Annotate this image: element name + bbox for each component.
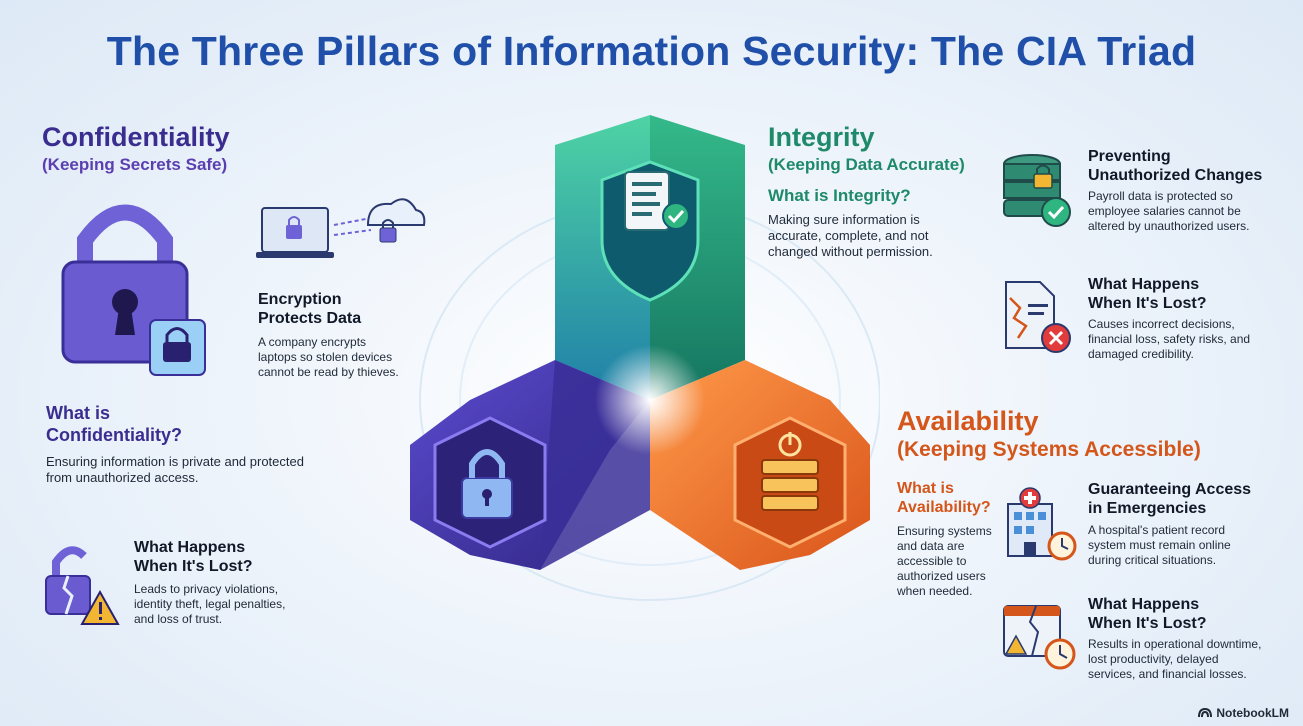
encryption-text-line3: cannot be read by thieves.	[258, 365, 399, 379]
database-lock-icon	[1003, 154, 1071, 227]
preventing-title-line1: Preventing	[1088, 148, 1171, 165]
hospital-clock-icon	[1007, 487, 1077, 561]
what-availability-text-line4: authorized users	[897, 569, 986, 583]
integrity-lost-text: Causes incorrect decisions, financial lo…	[1088, 317, 1250, 362]
integrity-lost-text-line3: damaged credibility.	[1088, 347, 1194, 361]
integrity-heading: Integrity	[768, 122, 875, 152]
integrity-lost-title-line2: When It's Lost?	[1088, 295, 1207, 312]
lock-icon	[461, 449, 513, 519]
confidentiality-lost-text-line1: Leads to privacy violations,	[134, 582, 279, 596]
padlock-icon	[61, 204, 206, 376]
what-availability-text-line5: when needed.	[897, 584, 973, 598]
preventing-text-line1: Payroll data is protected so	[1088, 189, 1233, 203]
encryption-title-line2: Protects Data	[258, 310, 362, 327]
what-is-availability-title: What is Availability?	[897, 479, 991, 517]
guarantee-title-line1: Guaranteeing Access	[1088, 481, 1252, 498]
guarantee-access-text: A hospital's patient record system must …	[1088, 523, 1231, 568]
what-availability-line1: What is	[897, 480, 954, 497]
preventing-changes-title: Preventing Unauthorized Changes	[1088, 147, 1262, 185]
broken-lock-warning-icon	[45, 546, 120, 625]
server-icon	[761, 432, 819, 511]
availability-lost-title: What Happens When It's Lost?	[1088, 595, 1206, 633]
guarantee-text-line3: during critical situations.	[1088, 553, 1217, 567]
what-confidentiality-text-line2: from unauthorized access.	[46, 470, 199, 485]
encryption-title: Encryption Protects Data	[258, 290, 361, 328]
integrity-lost-title-line1: What Happens	[1088, 276, 1200, 293]
integrity-subheading: (Keeping Data Accurate)	[768, 155, 965, 174]
confidentiality-heading: Confidentiality	[42, 122, 230, 152]
guarantee-title-line2: in Emergencies	[1088, 500, 1207, 517]
availability-lost-text-line1: Results in operational downtime,	[1088, 637, 1262, 651]
encryption-text-line2: laptops so stolen devices	[258, 350, 393, 364]
what-availability-text-line3: accessible to	[897, 554, 967, 568]
guarantee-text-line2: system must remain online	[1088, 538, 1231, 552]
confidentiality-lost-title: What Happens When It's Lost?	[134, 538, 252, 576]
cia-triad-graphic	[410, 115, 880, 601]
what-confidentiality-line1: What is	[46, 403, 111, 423]
laptop-cloud-icon	[256, 198, 426, 258]
encryption-text: A company encrypts laptops so stolen dev…	[258, 335, 399, 380]
confidentiality-lost-text-line2: identity theft, legal penalties,	[134, 597, 286, 611]
confidentiality-lost-title-line1: What Happens	[134, 539, 246, 556]
preventing-text-line3: altered by unauthorized users.	[1088, 219, 1250, 233]
guarantee-text-line1: A hospital's patient record	[1088, 523, 1226, 537]
integrity-lost-text-line1: Causes incorrect decisions,	[1088, 317, 1235, 331]
what-confidentiality-line2: Confidentiality?	[46, 425, 182, 445]
what-integrity-text-line2: accurate, complete, and not	[768, 228, 929, 243]
encryption-title-line1: Encryption	[258, 291, 342, 308]
broken-window-clock-icon	[1003, 605, 1076, 670]
what-is-integrity-text: Making sure information is accurate, com…	[768, 212, 933, 260]
guarantee-access-title: Guaranteeing Access in Emergencies	[1088, 480, 1251, 518]
preventing-title-line2: Unauthorized Changes	[1088, 167, 1263, 184]
notebooklm-label: NotebookLM	[1216, 706, 1289, 720]
notebooklm-icon	[1198, 708, 1213, 718]
integrity-lost-text-line2: financial loss, safety risks, and	[1088, 332, 1251, 346]
what-integrity-text-line3: changed without permission.	[768, 244, 933, 259]
what-availability-text-line1: Ensuring systems	[897, 524, 992, 538]
what-is-confidentiality-text: Ensuring information is private and prot…	[46, 454, 304, 486]
confidentiality-lost-title-line2: When It's Lost?	[134, 558, 253, 575]
integrity-lost-title: What Happens When It's Lost?	[1088, 275, 1206, 313]
availability-lost-text-line2: lost productivity, delayed	[1088, 652, 1219, 666]
availability-subheading: (Keeping Systems Accessible)	[897, 438, 1201, 461]
what-is-availability-text: Ensuring systems and data are accessible…	[897, 524, 992, 599]
confidentiality-lost-text-line3: and loss of trust.	[134, 612, 223, 626]
corrupted-document-icon	[1005, 281, 1071, 353]
availability-lost-text: Results in operational downtime, lost pr…	[1088, 637, 1261, 682]
what-integrity-text-line1: Making sure information is	[768, 212, 920, 227]
what-availability-line2: Availability?	[897, 499, 991, 516]
availability-heading: Availability	[897, 406, 1039, 436]
document-check-icon	[624, 171, 690, 231]
availability-lost-text-line3: services, and financial losses.	[1088, 667, 1247, 681]
availability-lost-title-line2: When It's Lost?	[1088, 615, 1207, 632]
what-is-integrity-title: What is Integrity?	[768, 186, 911, 205]
what-availability-text-line2: and data are	[897, 539, 965, 553]
confidentiality-subheading: (Keeping Secrets Safe)	[42, 155, 228, 174]
page-title: The Three Pillars of Information Securit…	[106, 28, 1197, 74]
what-confidentiality-text-line1: Ensuring information is private and prot…	[46, 454, 304, 469]
notebooklm-logo: NotebookLM	[1198, 706, 1289, 720]
encryption-text-line1: A company encrypts	[258, 335, 367, 349]
preventing-changes-text: Payroll data is protected so employee sa…	[1088, 189, 1249, 234]
preventing-text-line2: employee salaries cannot be	[1088, 204, 1241, 218]
availability-lost-title-line1: What Happens	[1088, 596, 1200, 613]
confidentiality-lost-text: Leads to privacy violations, identity th…	[134, 582, 285, 627]
what-is-confidentiality-title: What is Confidentiality?	[46, 402, 182, 446]
